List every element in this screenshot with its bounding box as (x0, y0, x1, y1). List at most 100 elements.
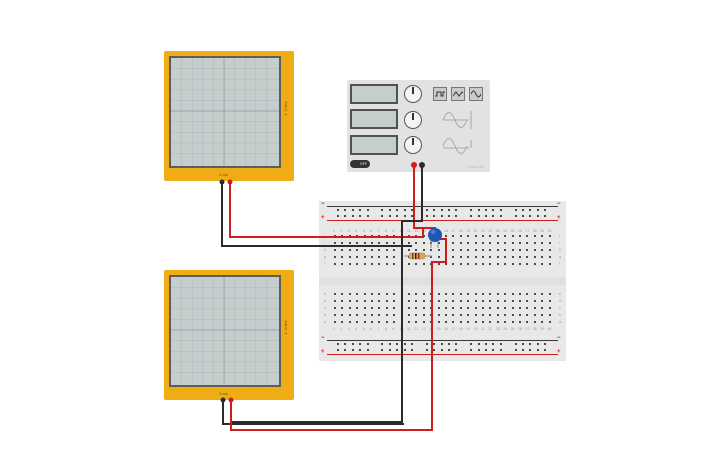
rail-hole[interactable] (529, 343, 532, 345)
rail-hole[interactable] (425, 343, 428, 345)
terminal-hole[interactable] (334, 307, 336, 309)
fg-power-toggle[interactable]: OFF (350, 160, 370, 168)
terminal-hole[interactable] (452, 263, 455, 265)
rail-hole[interactable] (477, 349, 480, 351)
rail-hole[interactable] (359, 215, 362, 217)
terminal-hole[interactable] (393, 242, 396, 244)
terminal-hole[interactable] (378, 293, 381, 295)
terminal-hole[interactable] (482, 314, 484, 316)
terminal-hole[interactable] (496, 300, 499, 302)
terminal-hole[interactable] (393, 300, 396, 302)
terminal-hole[interactable] (385, 249, 388, 251)
rail-hole[interactable] (433, 215, 436, 217)
terminal-hole[interactable] (363, 314, 366, 316)
rail-hole[interactable] (448, 343, 450, 345)
terminal-hole[interactable] (519, 293, 521, 295)
terminal-hole[interactable] (548, 300, 551, 302)
terminal-hole[interactable] (496, 249, 499, 251)
sine-wave-button[interactable] (469, 87, 483, 101)
rail-hole[interactable] (425, 209, 428, 211)
rail-hole[interactable] (433, 349, 436, 351)
terminal-hole[interactable] (385, 293, 388, 295)
fg-offset-knob[interactable] (404, 136, 422, 154)
terminal-hole[interactable] (519, 256, 521, 258)
fg-amplitude-knob[interactable] (404, 111, 422, 129)
terminal-hole[interactable] (533, 321, 536, 323)
terminal-hole[interactable] (496, 314, 499, 316)
terminal-hole[interactable] (496, 256, 499, 258)
terminal-hole[interactable] (378, 314, 381, 316)
rail-hole[interactable] (351, 215, 354, 217)
terminal-hole[interactable] (422, 300, 425, 302)
rail-hole[interactable] (411, 209, 413, 211)
oscilloscope-top[interactable]: 1 V/div 1 ms (164, 51, 294, 181)
terminal-hole[interactable] (348, 242, 351, 244)
rail-hole[interactable] (396, 209, 399, 211)
terminal-hole[interactable] (533, 300, 536, 302)
terminal-hole[interactable] (348, 314, 351, 316)
rail-hole[interactable] (470, 209, 473, 211)
oscilloscope-bottom[interactable]: 1 V/div 1 ms (164, 270, 294, 400)
terminal-hole[interactable] (356, 321, 359, 323)
terminal-hole[interactable] (482, 242, 484, 244)
terminal-hole[interactable] (548, 242, 551, 244)
terminal-hole[interactable] (445, 307, 447, 309)
rail-hole[interactable] (448, 349, 450, 351)
rail-hole[interactable] (440, 343, 443, 345)
terminal-hole[interactable] (356, 314, 359, 316)
terminal-hole[interactable] (541, 321, 544, 323)
terminal-hole[interactable] (378, 307, 381, 309)
terminal-hole[interactable] (548, 256, 551, 258)
rail-hole[interactable] (485, 349, 487, 351)
rail-hole[interactable] (477, 209, 480, 211)
rail-hole[interactable] (388, 349, 391, 351)
rail-hole[interactable] (388, 215, 391, 217)
rail-hole[interactable] (455, 215, 458, 217)
terminal-hole[interactable] (348, 321, 351, 323)
terminal-hole[interactable] (348, 300, 351, 302)
rail-hole[interactable] (425, 349, 428, 351)
rail-hole[interactable] (396, 349, 399, 351)
terminal-hole[interactable] (415, 307, 418, 309)
terminal-hole[interactable] (341, 249, 344, 251)
terminal-hole[interactable] (393, 249, 396, 251)
terminal-hole[interactable] (334, 300, 336, 302)
terminal-hole[interactable] (548, 307, 551, 309)
terminal-hole[interactable] (445, 263, 447, 265)
terminal-hole[interactable] (363, 293, 366, 295)
rail-hole[interactable] (499, 209, 502, 211)
terminal-hole[interactable] (459, 235, 462, 237)
terminal-hole[interactable] (334, 314, 336, 316)
rail-hole[interactable] (381, 349, 384, 351)
terminal-hole[interactable] (482, 307, 484, 309)
rail-hole[interactable] (359, 343, 362, 345)
terminal-hole[interactable] (519, 242, 521, 244)
terminal-hole[interactable] (548, 314, 551, 316)
rail-hole[interactable] (337, 349, 339, 351)
terminal-hole[interactable] (504, 242, 507, 244)
terminal-hole[interactable] (533, 235, 536, 237)
rail-hole[interactable] (403, 349, 406, 351)
rail-hole[interactable] (366, 215, 369, 217)
terminal-hole[interactable] (519, 263, 521, 265)
terminal-hole[interactable] (363, 249, 366, 251)
terminal-hole[interactable] (356, 293, 359, 295)
terminal-hole[interactable] (496, 293, 499, 295)
terminal-hole[interactable] (467, 293, 470, 295)
terminal-hole[interactable] (467, 235, 470, 237)
terminal-hole[interactable] (526, 263, 529, 265)
rail-hole[interactable] (425, 215, 428, 217)
terminal-hole[interactable] (452, 249, 455, 251)
terminal-hole[interactable] (541, 293, 544, 295)
rail-hole[interactable] (411, 215, 413, 217)
rail-hole[interactable] (499, 349, 502, 351)
terminal-hole[interactable] (504, 249, 507, 251)
terminal-hole[interactable] (467, 307, 470, 309)
terminal-hole[interactable] (385, 314, 388, 316)
terminal-hole[interactable] (533, 256, 536, 258)
rail-hole[interactable] (514, 215, 517, 217)
terminal-hole[interactable] (408, 249, 410, 251)
terminal-hole[interactable] (482, 263, 484, 265)
terminal-hole[interactable] (341, 307, 344, 309)
terminal-hole[interactable] (422, 307, 425, 309)
